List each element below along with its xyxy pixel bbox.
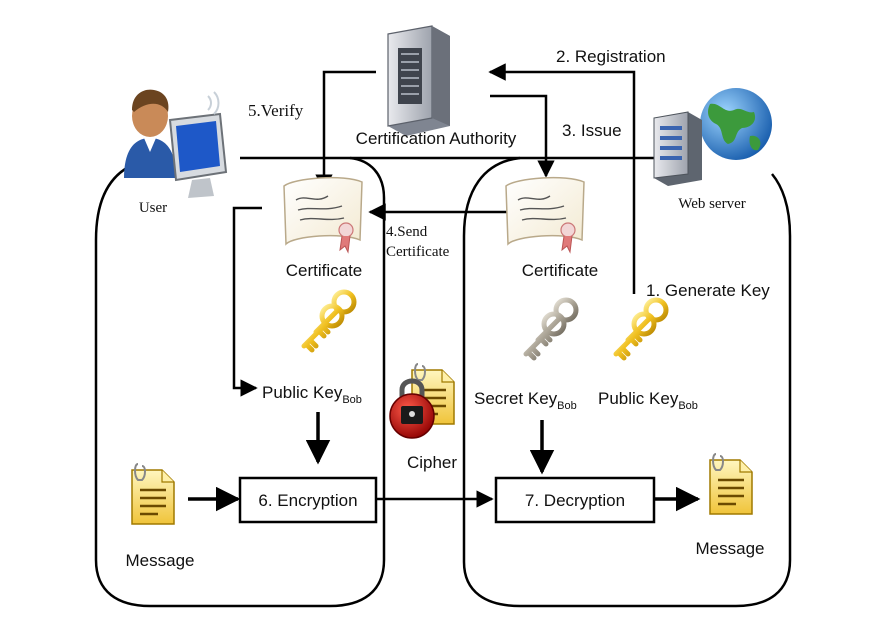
- issue-label: 3. Issue: [562, 121, 622, 140]
- decryption-label: 7. Decryption: [525, 491, 625, 510]
- generate-key-label: 1. Generate Key: [646, 281, 770, 300]
- right-certificate-icon: [505, 176, 585, 253]
- user-boundary: [94, 156, 386, 608]
- user-label: User: [139, 200, 167, 216]
- verify-label: 5.Verify: [248, 101, 304, 120]
- left-public-key-text: Public Key: [262, 383, 343, 402]
- send-certificate-label-1: 4.Send: [386, 224, 428, 240]
- secret-key-text: Secret Key: [474, 389, 558, 408]
- left-message-label: Message: [126, 551, 195, 570]
- left-message-icon: [130, 462, 176, 526]
- cert-to-public-key-arrow: [232, 206, 262, 397]
- server-icon: [387, 25, 450, 136]
- left-certificate-icon: [283, 176, 363, 253]
- secret-key-icon: [526, 300, 576, 358]
- web-server-label: Web server: [678, 196, 746, 212]
- issue-arrow: [490, 94, 555, 178]
- left-certificate-label: Certificate: [286, 261, 363, 280]
- right-message-icon: [708, 452, 754, 516]
- registration-label: 2. Registration: [556, 47, 666, 66]
- encryption-label: 6. Encryption: [258, 491, 357, 510]
- encryption-box: [238, 476, 378, 524]
- lock-document-icon: [389, 362, 456, 439]
- user-computer-icon: [124, 89, 228, 198]
- left-public-key-icon: [304, 292, 354, 350]
- cipher-label: Cipher: [407, 453, 457, 472]
- left-public-key-sub: Bob: [342, 394, 362, 406]
- authority-label: Certification Authority: [356, 129, 517, 148]
- registration-arrow: [488, 63, 636, 294]
- server-boundary: [462, 156, 792, 608]
- right-public-key-text: Public Key: [598, 389, 679, 408]
- secret-key-sub: Bob: [557, 400, 577, 412]
- right-public-key-label: Public KeyBob: [598, 389, 698, 412]
- right-certificate-label: Certificate: [522, 261, 599, 280]
- decryption-box: [494, 476, 656, 524]
- send-certificate-label-2: Certificate: [386, 244, 450, 260]
- right-message-label: Message: [696, 539, 765, 558]
- web-server-globe-icon: [653, 88, 772, 186]
- right-public-key-icon: [616, 300, 666, 358]
- left-public-key-label: Public KeyBob: [262, 383, 362, 406]
- right-public-key-sub: Bob: [678, 400, 698, 412]
- verify-arrow: [315, 70, 376, 192]
- secret-key-label: Secret KeyBob: [474, 389, 577, 412]
